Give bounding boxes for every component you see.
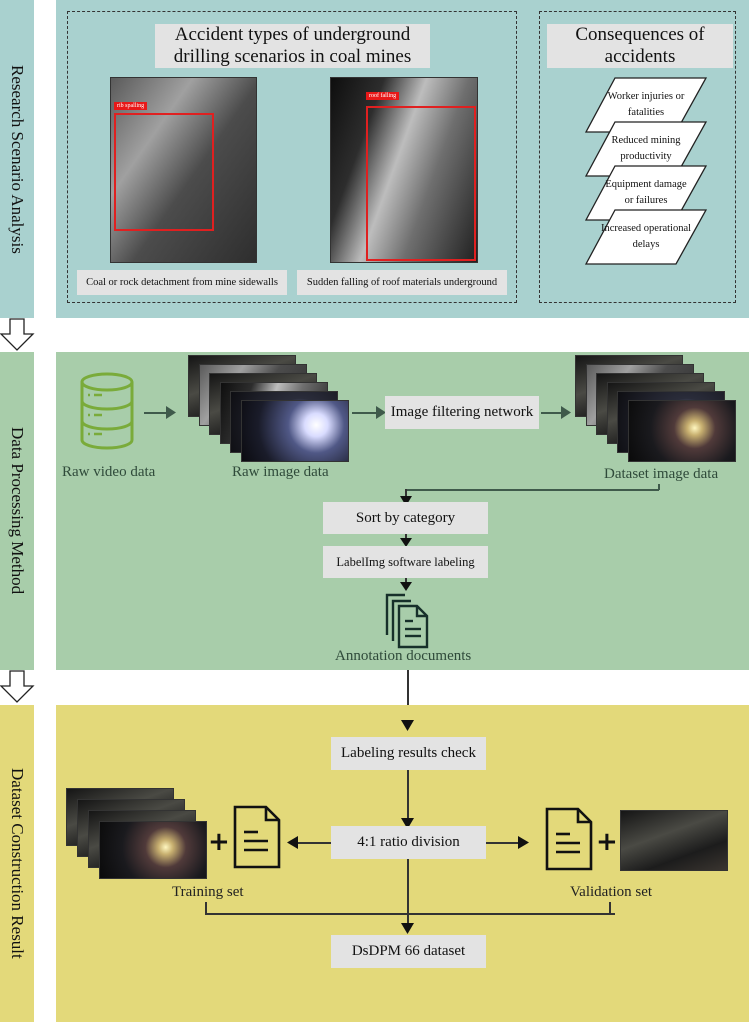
training-set-label: Training set: [172, 884, 244, 900]
division-label: 4:1 ratio division: [357, 834, 460, 850]
dsdpm-dataset-box: DsDPM 66 dataset: [331, 935, 486, 968]
stack-image: [627, 400, 736, 462]
labeling-label: LabelImg software labeling: [336, 554, 475, 569]
documents-stack-icon: [385, 593, 429, 649]
connector-line: [609, 902, 611, 914]
stage-label-text: Data Processing Method: [8, 427, 27, 595]
rib-spalling-caption: Coal or rock detachment from mine sidewa…: [77, 270, 287, 295]
consequence-line2: fatalities: [627, 107, 665, 118]
detection-tag: rib spalling: [114, 102, 148, 110]
arrow-head-icon: [401, 818, 414, 829]
document-icon: [545, 807, 593, 871]
stage-label-construction: Dataset Construction Result: [0, 705, 34, 1022]
connector-line: [407, 859, 409, 927]
sort-label: Sort by category: [355, 509, 456, 526]
arrow-head-icon: [400, 582, 412, 591]
filter-label: Image filtering network: [390, 404, 534, 420]
arrow-line: [296, 842, 331, 844]
labelimg-labeling-box: LabelImg software labeling: [323, 546, 488, 578]
stage-label-text: Research Scenario Analysis: [8, 64, 27, 254]
consequence-line1: Increased operational: [600, 223, 692, 234]
title-line: accidents: [604, 46, 676, 67]
detection-tag: roof falling: [366, 92, 400, 100]
title-line: Accident types of underground: [174, 24, 411, 45]
arrow-head-icon: [166, 406, 176, 419]
title-line: drilling scenarios in coal mines: [173, 46, 412, 67]
connector-line: [407, 770, 409, 822]
roof-falling-photo: roof falling: [330, 77, 478, 263]
arrow-head-icon: [561, 406, 571, 419]
arrow-line: [541, 412, 563, 414]
dataset-image-label: Dataset image data: [604, 466, 719, 482]
connector-line: [658, 484, 660, 490]
parallelogram-shape: [585, 209, 707, 265]
consequences-title: Consequences of accidents: [547, 24, 733, 68]
connector-line: [205, 902, 207, 914]
arrow-head-icon: [287, 836, 298, 849]
arrow-head-icon: [401, 923, 414, 934]
raw-image-label: Raw image data: [232, 464, 329, 480]
annotation-documents-label: Annotation documents: [335, 648, 472, 664]
consequence-line1: Reduced mining: [611, 135, 681, 146]
connector-line: [405, 578, 407, 584]
arrow-head-icon: [400, 496, 412, 506]
arrow-head-icon: [376, 406, 386, 419]
dataset-label: DsDPM 66 dataset: [351, 943, 466, 959]
detection-box: [114, 113, 214, 231]
hollow-down-arrow-icon: [0, 670, 35, 703]
consequence-line2: delays: [632, 239, 660, 250]
consequence-line2: productivity: [620, 151, 672, 162]
arrow-line: [352, 412, 378, 414]
raw-video-label: Raw video data: [62, 464, 156, 480]
caption-text: Sudden falling of roof materials undergr…: [306, 277, 498, 288]
title-line: Consequences of: [575, 24, 705, 45]
connector-line: [405, 534, 407, 540]
image-filtering-network-box: Image filtering network: [385, 396, 539, 429]
detection-box: [366, 106, 476, 261]
hollow-down-arrow-icon: [0, 318, 35, 351]
connector-line: [405, 489, 659, 491]
consequence-line1: Worker injuries or: [607, 91, 685, 102]
validation-image: [620, 810, 728, 871]
database-icon: [80, 372, 134, 450]
rib-spalling-photo: rib spalling: [110, 77, 257, 263]
arrow-head-icon: [400, 538, 412, 547]
arrow-line: [144, 412, 168, 414]
stack-image: [99, 821, 207, 879]
roof-falling-caption: Sudden falling of roof materials undergr…: [297, 270, 507, 295]
consequences-group: [539, 11, 736, 303]
arrow-head-icon: [518, 836, 529, 849]
consequence-line1: Equipment damage: [605, 179, 687, 190]
connector-line: [205, 913, 615, 915]
consequence-line2: or failures: [624, 195, 668, 206]
caption-text: Coal or rock detachment from mine sidewa…: [86, 277, 278, 288]
stack-image: [240, 400, 349, 462]
consequence-item: Increased operational delays: [585, 209, 707, 265]
document-icon: [233, 805, 281, 869]
connector-line: [405, 489, 407, 499]
accident-types-group: [67, 11, 517, 303]
validation-set-label: Validation set: [570, 884, 653, 900]
arrow-head-icon: [401, 720, 414, 731]
plus-icon: +: [208, 827, 230, 857]
connector-line: [407, 670, 409, 722]
sort-by-category-box: Sort by category: [323, 502, 488, 534]
arrow-line: [486, 842, 520, 844]
stage-label-research: Research Scenario Analysis: [0, 0, 34, 318]
stage-label-processing: Data Processing Method: [0, 352, 34, 670]
plus-icon: +: [596, 827, 618, 857]
check-label: Labeling results check: [341, 745, 476, 761]
labeling-results-check-box: Labeling results check: [331, 737, 486, 770]
stage-label-text: Dataset Construction Result: [8, 768, 27, 959]
accident-types-title: Accident types of underground drilling s…: [155, 24, 430, 68]
ratio-division-box: 4:1 ratio division: [331, 826, 486, 859]
